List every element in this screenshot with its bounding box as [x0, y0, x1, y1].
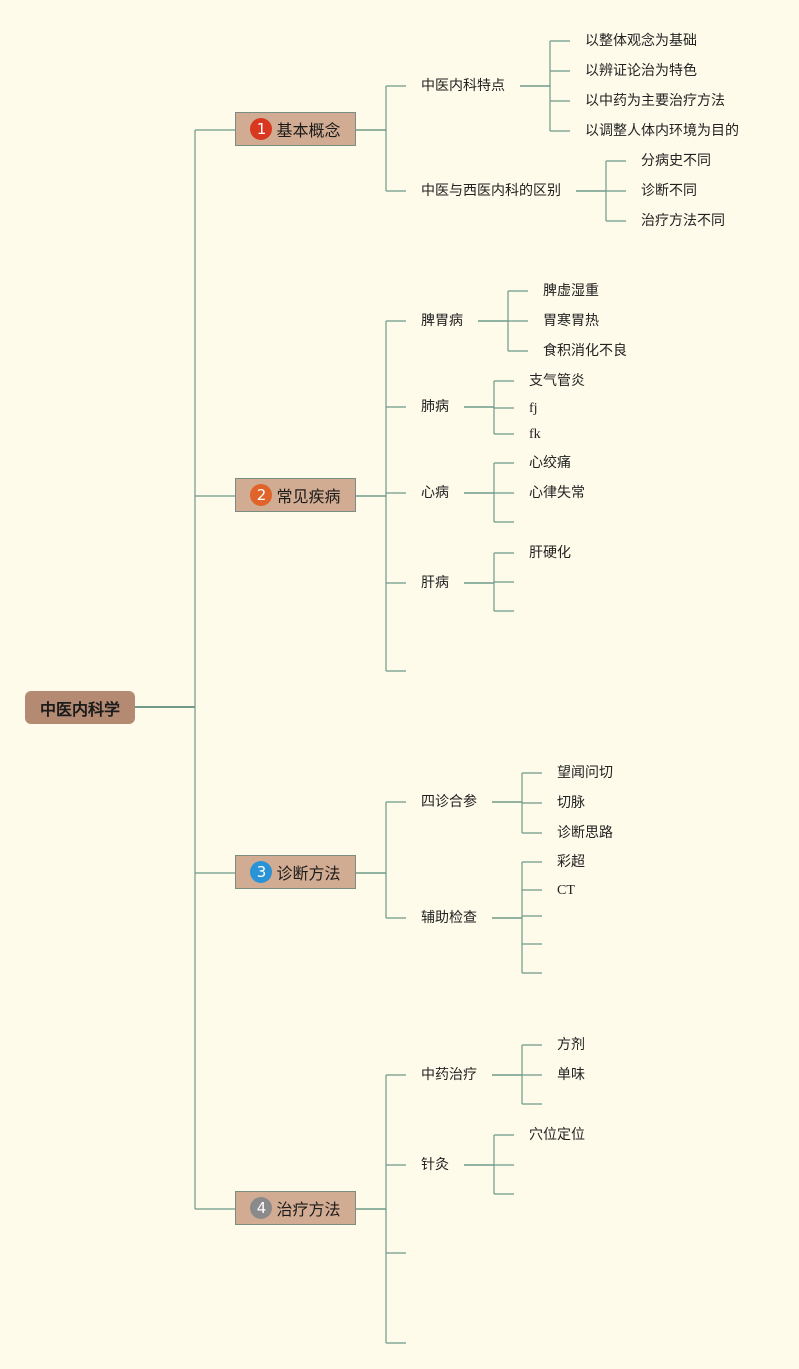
leaf-topic[interactable]: fj	[529, 401, 538, 416]
leaf-topic[interactable]: 脾虚湿重	[543, 283, 599, 299]
number-badge-icon: 4	[250, 1197, 273, 1219]
root-topic[interactable]: 中医内科学	[25, 691, 135, 724]
leaf-topic[interactable]: 治疗方法不同	[641, 213, 725, 229]
branch-basic-concepts[interactable]: 1 基本概念	[235, 112, 356, 146]
leaf-topic[interactable]: 彩超	[557, 854, 585, 870]
subtopic[interactable]: 心病	[421, 485, 449, 501]
number-badge-icon: 1	[250, 118, 273, 140]
number-badge-icon: 3	[250, 861, 273, 883]
leaf-topic[interactable]: 分病史不同	[641, 153, 711, 169]
subtopic[interactable]: 四诊合参	[421, 794, 477, 810]
leaf-topic[interactable]: 以辨证论治为特色	[585, 63, 697, 79]
leaf-topic[interactable]: CT	[557, 883, 575, 898]
subtopic[interactable]: 针灸	[421, 1157, 449, 1173]
branch-label: 诊断方法	[276, 864, 341, 883]
branch-label: 基本概念	[276, 121, 341, 140]
branch-label: 治疗方法	[276, 1200, 341, 1219]
leaf-topic[interactable]: 以中药为主要治疗方法	[585, 93, 725, 109]
branch-common-diseases[interactable]: 2 常见疾病	[235, 478, 356, 512]
leaf-topic[interactable]: 穴位定位	[529, 1127, 585, 1143]
branch-label: 常见疾病	[276, 487, 341, 506]
leaf-topic[interactable]: 心律失常	[529, 485, 585, 501]
leaf-topic[interactable]: fk	[529, 427, 541, 442]
leaf-topic[interactable]: 以调整人体内环境为目的	[585, 123, 739, 139]
leaf-topic[interactable]: 胃寒胃热	[543, 313, 599, 329]
leaf-topic[interactable]: 诊断思路	[557, 825, 613, 841]
branch-treatment-methods[interactable]: 4 治疗方法	[235, 1191, 356, 1225]
leaf-topic[interactable]: 心绞痛	[529, 455, 571, 471]
leaf-topic[interactable]: 以整体观念为基础	[585, 33, 697, 49]
leaf-topic[interactable]: 单味	[557, 1067, 585, 1083]
subtopic[interactable]: 中医与西医内科的区别	[421, 183, 561, 199]
leaf-topic[interactable]: 切脉	[557, 795, 585, 811]
subtopic[interactable]: 中药治疗	[421, 1067, 477, 1083]
leaf-topic[interactable]: 方剂	[557, 1037, 585, 1053]
leaf-topic[interactable]: 肝硬化	[529, 545, 571, 561]
subtopic[interactable]: 脾胃病	[421, 313, 463, 329]
subtopic[interactable]: 肝病	[421, 575, 449, 591]
subtopic[interactable]: 肺病	[421, 399, 449, 415]
branch-diagnosis-methods[interactable]: 3 诊断方法	[235, 855, 356, 889]
subtopic[interactable]: 辅助检查	[421, 910, 477, 926]
leaf-topic[interactable]: 诊断不同	[641, 183, 697, 199]
number-badge-icon: 2	[250, 484, 273, 506]
subtopic[interactable]: 中医内科特点	[421, 78, 505, 94]
leaf-topic[interactable]: 支气管炎	[529, 373, 585, 389]
leaf-topic[interactable]: 食积消化不良	[543, 343, 627, 359]
leaf-topic[interactable]: 望闻问切	[557, 765, 613, 781]
